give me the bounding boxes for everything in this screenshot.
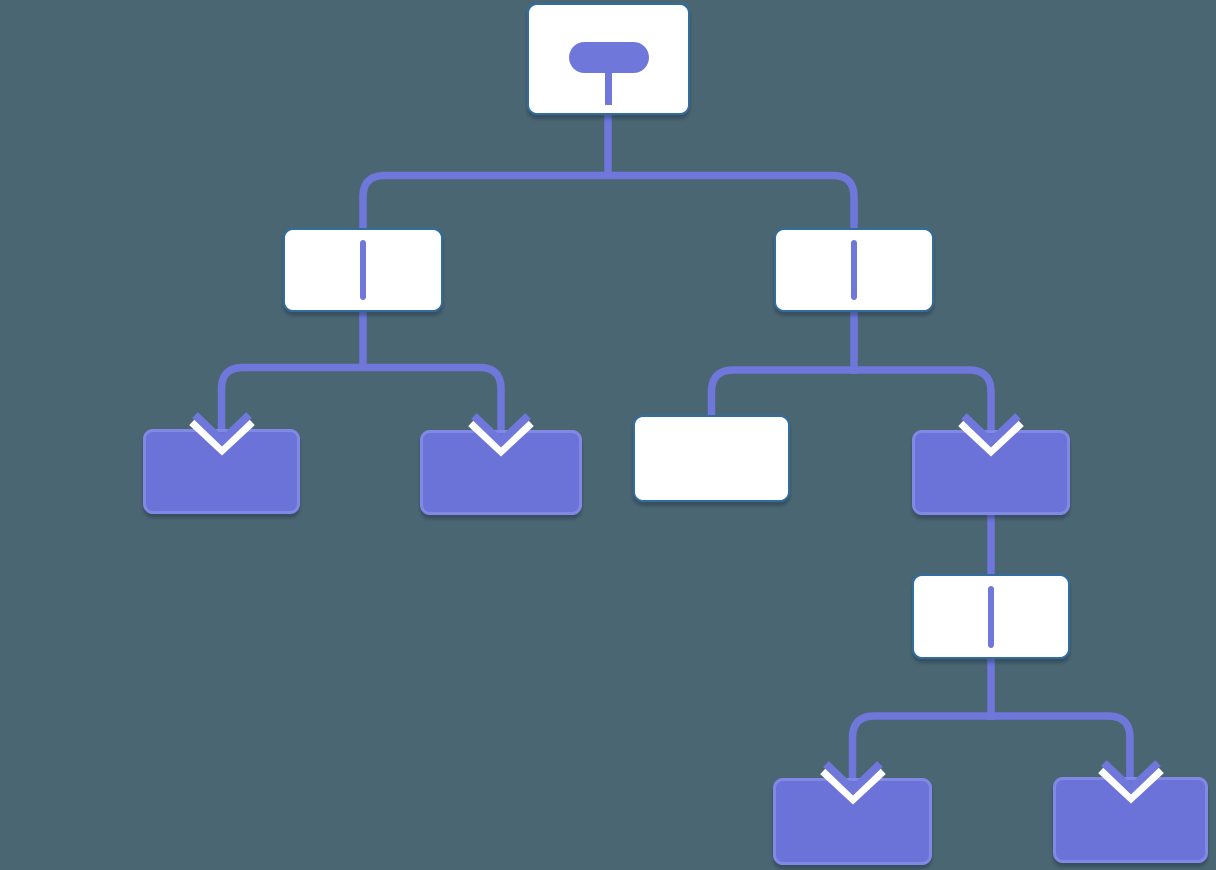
chevron-arrow-icon [468,413,534,457]
node-leaf-a[interactable] [143,412,300,514]
node-branch-right[interactable] [774,228,934,312]
connector-branch-lower-split [848,712,1134,782]
node-branch-lower[interactable] [912,574,1070,659]
connector-branch-right-split [707,366,995,434]
chevron-arrow-icon [958,413,1024,457]
node-leaf-d[interactable] [773,761,932,865]
root-pill-icon [529,5,688,113]
vertical-bar-icon [988,585,994,648]
root-pill-stem [605,69,612,105]
chevron-arrow-icon [1097,760,1164,804]
root-pill-head [568,42,649,73]
chevron-arrow-icon [188,412,255,456]
vertical-bar-icon [851,240,857,300]
node-leaf-e[interactable] [1053,760,1208,863]
vertical-bar-icon [360,240,366,300]
node-leaf-c[interactable] [912,413,1070,515]
chevron-arrow-icon [819,761,886,805]
node-branch-left[interactable] [283,228,443,312]
node-leaf-b[interactable] [420,413,582,515]
connector-branch-left-split [217,363,505,434]
node-root[interactable] [527,3,690,115]
connector-root-branch [359,171,858,229]
node-child-plain[interactable] [633,415,790,502]
